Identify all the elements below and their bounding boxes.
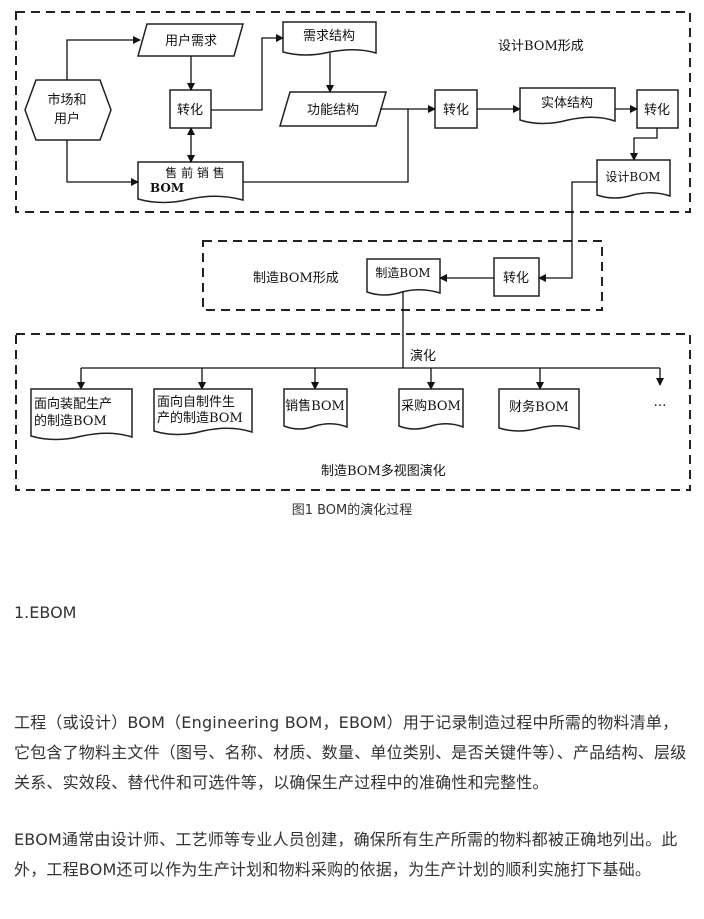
design-bom-group-label: 设计BOM形成 (498, 39, 584, 54)
finance-bom-label: 财务BOM (509, 399, 569, 415)
connector-market-to-demand (66, 36, 141, 80)
design-bom-label: 设计BOM (605, 170, 660, 184)
figure-caption: 图1 BOM的演化过程 (291, 503, 413, 518)
function-structure-label: 功能结构 (307, 103, 359, 118)
sales-bom-label: 销售BOM (285, 398, 345, 414)
presale-bom-label-1: 售 前 销 售 (165, 165, 224, 180)
convert-label-2: 转化 (443, 103, 469, 118)
presale-bom-label-2: BOM (150, 181, 184, 195)
connector-market-to-presale (66, 140, 139, 186)
function-structure-node (278, 91, 388, 127)
more-views-ellipsis: … (654, 395, 667, 410)
manufacture-bom-node (366, 258, 441, 296)
sales-bom-node (283, 388, 348, 430)
paragraph-ebom-usage: EBOM通常由设计师、工艺师等专业人员创建，确保所有生产所需的物料都被正确地列出… (14, 830, 678, 879)
convert-label-4: 转化 (503, 271, 529, 286)
multiview-group (15, 333, 691, 491)
convert-box-2 (434, 89, 478, 129)
section-heading: 1.EBOM (14, 603, 77, 622)
connector-convert-to-design-bom (630, 128, 658, 161)
multiview-group-label: 制造BOM多视图演化 (321, 463, 446, 479)
bom-evolution-diagram: 设计BOM形成 制造BOM形成 制造BOM多视图演化 市场和 用户 用户需求 转… (15, 11, 691, 491)
presale-bom-node (137, 161, 244, 204)
demand-structure-node (282, 21, 377, 56)
selfmade-bom-label-2: 产的制造BOM (157, 410, 243, 426)
market-user-node (24, 79, 112, 141)
connector-design-bom-to-convert (538, 181, 597, 282)
selfmade-bom-label-1: 面向自制件生 (157, 394, 235, 410)
paragraph-ebom-definition: 工程（或设计）BOM（Engineering BOM，EBOM）用于记录制造过程… (14, 713, 687, 792)
purchase-bom-label: 采购BOM (401, 398, 461, 414)
convert-box-4 (493, 257, 540, 297)
market-user-label-1: 市场和 (47, 92, 86, 108)
finance-bom-node (498, 388, 580, 432)
purchase-bom-node (398, 388, 464, 430)
user-demand-node (137, 23, 244, 57)
convert-label-3: 转化 (644, 103, 670, 118)
manufacture-bom-label: 制造BOM (375, 266, 430, 280)
market-user-label-2: 用户 (54, 111, 80, 127)
connector-presale-to-convert (243, 109, 409, 183)
assembly-bom-label-2: 的制造BOM (34, 413, 107, 429)
connector-convert-to-structures (211, 34, 284, 111)
design-bom-node (596, 159, 671, 199)
evolve-label: 演化 (410, 348, 436, 364)
selfmade-bom-node (153, 388, 253, 436)
entity-structure-label: 实体结构 (541, 96, 593, 111)
design-bom-group (15, 11, 691, 213)
convert-box-1 (169, 89, 212, 129)
entity-structure-node (519, 87, 616, 125)
demand-structure-label: 需求结构 (303, 29, 355, 44)
assembly-bom-node (30, 388, 133, 441)
user-demand-label: 用户需求 (165, 33, 217, 49)
manufacture-bom-group-label: 制造BOM形成 (253, 271, 339, 286)
convert-label-1: 转化 (177, 103, 203, 118)
assembly-bom-label-1: 面向装配生产 (34, 396, 112, 412)
